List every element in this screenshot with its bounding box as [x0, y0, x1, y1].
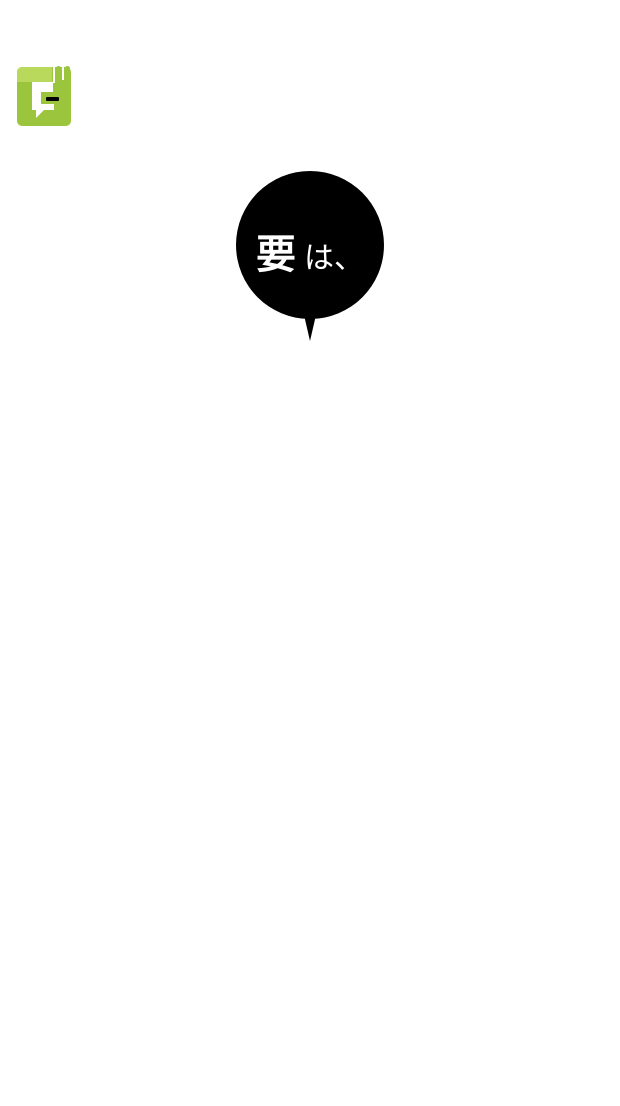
brand-logo-icon	[16, 66, 72, 127]
speech-bubble-icon: 要は、	[234, 170, 386, 342]
bubble-text-small: は、	[304, 241, 364, 276]
bubble-text-large: 要	[256, 232, 296, 278]
bubble-text: 要は、	[234, 222, 386, 280]
